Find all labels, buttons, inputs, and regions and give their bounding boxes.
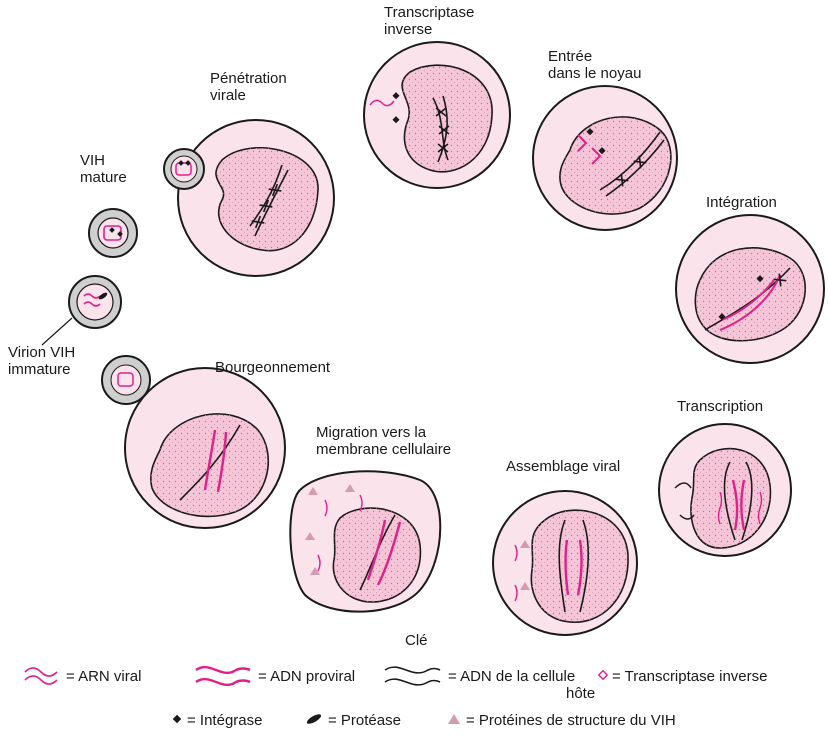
- key-label-adn-host: = ADN de la cellule hôte: [448, 668, 596, 702]
- virion-immature: [41, 275, 122, 346]
- key-symbol-structural: [448, 714, 460, 724]
- key-label-rt: = Transcriptase inverse: [612, 668, 768, 685]
- key-symbol-integrase: [172, 714, 182, 724]
- key-title: Clé: [405, 632, 428, 649]
- key-symbol-adn-host: [384, 666, 441, 686]
- label-vih-mature: VIH mature: [80, 152, 127, 186]
- cell-transcription: [658, 423, 792, 557]
- label-nucleus-entry: Entrée dans le noyau: [548, 48, 642, 82]
- cell-integration: [675, 214, 825, 364]
- cell-penetration: [163, 119, 335, 277]
- key-label-structural: = Protéines de structure du VIH: [466, 712, 676, 729]
- key-symbol-arn: [24, 667, 58, 685]
- label-transcription: Transcription: [677, 398, 764, 415]
- label-virion-immature: Virion VIH immature: [8, 344, 76, 378]
- cell-budding: [101, 355, 286, 529]
- cell-nucleus-entry: [532, 85, 678, 231]
- cell-assembly: [492, 490, 638, 636]
- key-label-adn-proviral: = ADN proviral: [258, 668, 356, 685]
- key-symbol-adn-proviral: [195, 665, 251, 687]
- label-budding: Bourgeonnement: [215, 359, 331, 376]
- key-symbol-rt: [597, 669, 609, 681]
- label-reverse-transcriptase: Transcriptase inverse: [384, 4, 475, 38]
- label-integration: Intégration: [706, 194, 777, 211]
- cell-migration: [289, 470, 442, 613]
- key-label-protease: = Protéase: [328, 712, 401, 729]
- key-label-integrase: = Intégrase: [187, 712, 263, 729]
- key-label-arn: = ARN viral: [66, 668, 142, 685]
- key-symbol-protease: [306, 714, 322, 724]
- label-migration: Migration vers la membrane cellulaire: [316, 424, 452, 458]
- virion-mature: [88, 208, 138, 258]
- label-viral-assembly: Assemblage viral: [506, 458, 621, 475]
- label-penetration: Pénétration virale: [210, 70, 287, 104]
- cell-reverse-transcription: [363, 41, 511, 189]
